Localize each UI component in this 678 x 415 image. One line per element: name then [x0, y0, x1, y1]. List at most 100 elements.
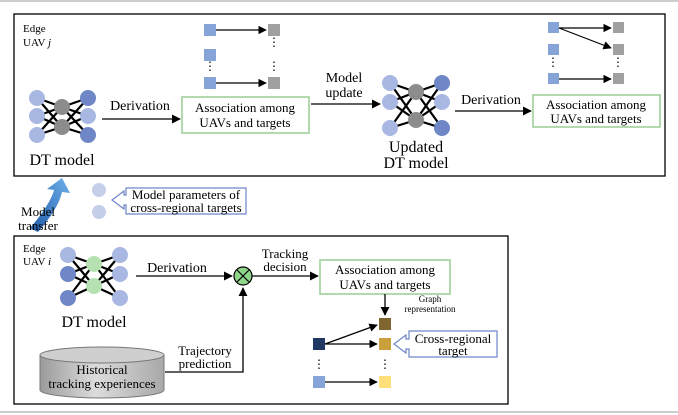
hidden-node [54, 119, 70, 135]
edge-label-i: Edge [23, 243, 46, 255]
historical-label-a: Historical [76, 362, 128, 377]
svg-text:⋮: ⋮ [313, 357, 325, 371]
model-transfer-label-b: transfer [18, 218, 58, 233]
model-update-label-a: Model [326, 71, 363, 86]
panel-uav-j [13, 13, 666, 177]
updated-label-b: DT model [383, 155, 449, 172]
association-box-i [319, 259, 451, 295]
output-node [112, 247, 128, 263]
association-graph-1: ⋮ ⋮ ⋮ [204, 24, 280, 89]
association-graph-i: ⋮ ⋮ [313, 318, 391, 388]
combination-node [233, 266, 253, 286]
uav-label-i: UAV i [23, 256, 51, 268]
svg-text:⋮: ⋮ [379, 357, 391, 371]
input-node [60, 290, 76, 306]
target-square [379, 318, 391, 330]
trajectory-label-b: prediction [179, 356, 232, 371]
dt-model-network-j [29, 90, 96, 143]
output-node [112, 290, 128, 306]
params-label-b: cross-regional targets [130, 200, 241, 215]
dt-model-network-i [60, 247, 128, 306]
target-square [379, 376, 391, 388]
derivation-label-1: Derivation [110, 99, 170, 114]
svg-text:⋮: ⋮ [268, 35, 280, 49]
input-node [60, 266, 76, 282]
output-node [80, 108, 96, 124]
svg-text:⋮: ⋮ [547, 55, 559, 69]
graph-representation-label-a: Graph [419, 294, 442, 304]
updated-dt-model-network [382, 75, 450, 136]
target-square [268, 24, 280, 36]
parameter-node [92, 183, 106, 197]
svg-text:⋮: ⋮ [204, 59, 216, 73]
dt-model-label-i: DT model [61, 314, 127, 331]
uav-square [204, 77, 216, 89]
historical-label-b: tracking experiences [48, 376, 155, 391]
uav-square [313, 376, 325, 388]
output-node [80, 127, 96, 143]
input-node [29, 127, 45, 143]
model-transfer-arrow [30, 178, 70, 232]
target-square [613, 44, 624, 55]
association-text-1b: UAVs and targets [199, 115, 290, 130]
model-transfer-label-a: Model [21, 204, 55, 219]
graph-representation-label-b: representation [405, 304, 456, 314]
uav-square [204, 49, 216, 61]
historical-database-cylinder [39, 346, 165, 399]
hidden-node [86, 256, 102, 272]
target-square [613, 73, 624, 84]
cross-regional-label-a: Cross-regional [415, 331, 492, 346]
trajectory-prediction-arrow [165, 287, 248, 373]
tracking-decision-label-a: Tracking [262, 246, 309, 261]
input-node [382, 75, 398, 91]
dt-model-label-j: DT model [29, 152, 95, 169]
output-node [434, 94, 450, 110]
svg-text:⋮: ⋮ [268, 59, 280, 73]
output-node [434, 120, 450, 136]
uav-square [204, 24, 216, 36]
association-text-ib: UAVs and targets [339, 277, 430, 292]
target-square [613, 22, 624, 33]
parameter-node [92, 205, 106, 219]
association-text-2b: UAVs and targets [550, 111, 641, 126]
output-node [112, 266, 128, 282]
params-label-a: Model parameters of [132, 187, 241, 202]
uav-square [313, 338, 325, 350]
association-box-2 [532, 94, 661, 128]
association-text-2a: Association among [546, 97, 647, 112]
output-node [434, 75, 450, 91]
output-node [80, 90, 96, 106]
hidden-node [86, 278, 102, 294]
parameter-callout [111, 187, 247, 215]
uav-square [548, 44, 559, 55]
input-node [29, 108, 45, 124]
uav-square [548, 22, 559, 33]
input-node [382, 94, 398, 110]
input-node [29, 90, 45, 106]
updated-label-a: Updated [389, 139, 443, 156]
trajectory-label-a: Trajectory [178, 343, 232, 358]
uav-square [548, 73, 559, 84]
derivation-label-2: Derivation [461, 93, 521, 108]
panel-uav-i [13, 235, 509, 405]
derivation-label-i: Derivation [147, 261, 207, 276]
target-square [268, 77, 280, 89]
input-node [60, 247, 76, 263]
edge-label-j: Edge [23, 23, 46, 35]
association-graph-2: ⋮ ⋮ [547, 22, 624, 84]
association-box-1 [181, 96, 310, 134]
cross-regional-label-b: target [438, 343, 468, 358]
svg-text:⋮: ⋮ [612, 55, 624, 69]
hidden-node [54, 99, 70, 115]
tracking-decision-label-b: decision [263, 259, 307, 274]
cross-regional-target-square [379, 338, 391, 350]
hidden-node [408, 112, 424, 128]
hidden-node [408, 84, 424, 100]
uav-label-j: UAV j [23, 37, 51, 49]
model-update-label-b: update [325, 86, 362, 101]
association-text-ia: Association among [335, 262, 436, 277]
input-node [382, 120, 398, 136]
cross-regional-callout [393, 330, 498, 358]
